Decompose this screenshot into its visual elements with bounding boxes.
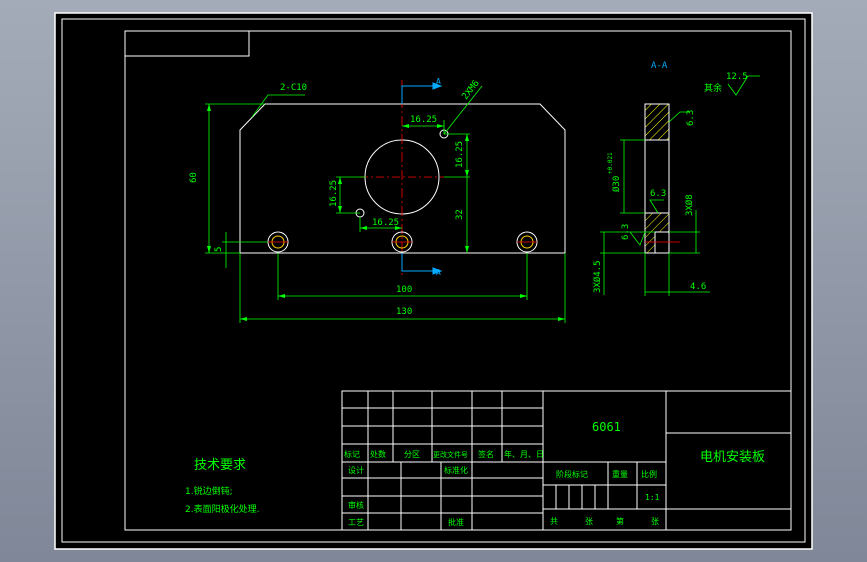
tb-header-change: 更改文件号	[433, 450, 468, 459]
dim-hole-spacing: 100	[396, 285, 412, 295]
counterbore-dim: 3XØ8	[684, 194, 695, 216]
tb-approve: 批准	[448, 517, 464, 527]
tb-header-sign: 签名	[478, 449, 494, 459]
dim-center-height: 32	[455, 209, 465, 220]
dimension-arrows	[207, 104, 565, 321]
dim-top-offset: 16.25	[410, 115, 437, 125]
tb-scale-value: 1:1	[645, 493, 660, 502]
tb-material: 6061	[592, 420, 621, 434]
bore-diameter: Ø30	[611, 176, 622, 192]
dim-width: 130	[396, 307, 412, 317]
outer-frame	[61, 18, 806, 543]
through-hole-dim: 3XØ4.5	[592, 260, 603, 293]
dim-left-offset: 16.25	[329, 180, 339, 207]
roughness-bottom: 6.3	[621, 224, 631, 240]
dim-bottom-h-offset: 16.25	[372, 218, 399, 228]
counterbore-hole-right	[516, 231, 538, 253]
tb-header-count: 处数	[370, 449, 386, 459]
tb-header-date: 年、月、日	[504, 449, 544, 459]
tb-review: 审核	[348, 500, 364, 510]
section-cut-markers	[401, 82, 443, 275]
title-block	[341, 390, 792, 531]
code-box	[124, 30, 250, 57]
roughness-side: 6.3	[650, 189, 666, 199]
roughness-value: 12.5	[726, 72, 748, 82]
notes-title: 技术要求	[194, 458, 246, 473]
section-hatch-top	[644, 103, 670, 141]
section-letter-top: A	[436, 77, 441, 86]
tb-header-mark: 标记	[344, 449, 360, 459]
dim-chamfer: 2-C10	[280, 83, 307, 93]
counterbore-hole-center	[391, 231, 413, 253]
rest-note: 其余	[704, 82, 722, 94]
tb-process: 工艺	[348, 518, 364, 527]
section-view: A-A 其余 12.5 6.3 Ø30 +0.021 6.3 6.3 3XØ8 …	[592, 61, 760, 296]
tb-header-zone: 分区	[404, 450, 420, 459]
dim-height: 60	[189, 172, 199, 183]
tb-sheet-unit: 张	[651, 517, 659, 526]
tb-standardize: 标准化	[444, 465, 468, 475]
note-2: 2.表面阳极化处理.	[185, 503, 259, 515]
tb-sheet-no: 第	[616, 516, 624, 526]
section-letter-bottom: A	[436, 268, 441, 277]
thickness-top: 6.3	[686, 110, 696, 126]
tb-part-name: 电机安装板	[700, 450, 765, 465]
technical-notes: 技术要求 1.锐边倒钝; 2.表面阳极化处理.	[185, 458, 259, 515]
bore-tolerance: +0.021	[607, 152, 614, 174]
tb-total: 共	[550, 517, 558, 526]
tb-sheets: 张	[585, 517, 593, 526]
counterbore-hole-left	[267, 231, 289, 253]
dim-right-offset: 16.25	[455, 141, 465, 168]
tb-design: 设计	[348, 465, 364, 475]
tb-scale: 比例	[641, 469, 657, 479]
dim-bottom-offset: 5	[214, 247, 224, 252]
tb-stage-mark: 阶段标记	[556, 469, 588, 479]
tb-weight: 重量	[612, 469, 628, 479]
section-title: A-A	[651, 61, 668, 71]
depth-dim: 4.6	[690, 282, 706, 292]
dimension-lines	[205, 85, 566, 323]
note-1: 1.锐边倒钝;	[185, 485, 233, 497]
drawing-sheet	[54, 12, 813, 550]
